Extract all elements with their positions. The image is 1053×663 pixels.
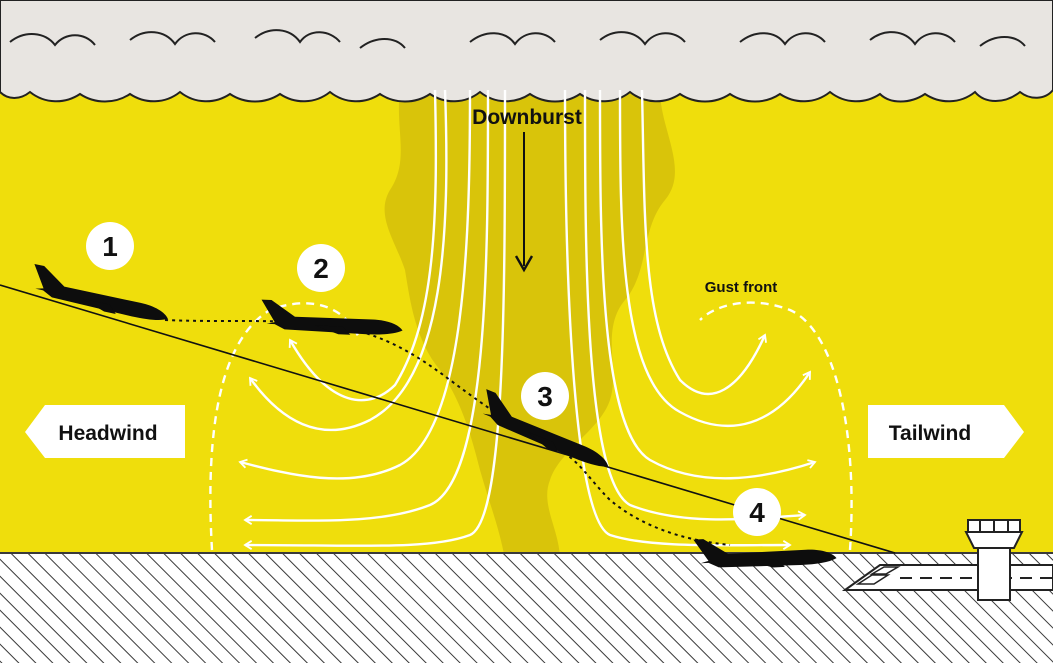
gust-front-outline	[209, 301, 853, 551]
step-number-1: 1	[102, 231, 118, 262]
gust-front-label: Gust front	[705, 279, 778, 296]
step-marker-4: 4	[733, 488, 781, 536]
downburst-streamlines	[238, 89, 817, 550]
cloud	[0, 0, 1053, 103]
control-tower-icon	[964, 519, 1024, 601]
step-marker-2: 2	[297, 244, 345, 292]
step-marker-1: 1	[86, 222, 134, 270]
step-number-4: 4	[749, 497, 765, 528]
tailwind-label: Tailwind	[889, 422, 971, 445]
step-marker-3: 3	[521, 372, 569, 420]
headwind-label: Headwind	[58, 422, 157, 445]
tailwind-arrow: Tailwind	[868, 405, 1024, 458]
downburst-shaft	[384, 90, 675, 560]
headwind-arrow: Headwind	[25, 405, 185, 458]
downburst-label: Downburst	[472, 106, 582, 129]
cloud-texture	[9, 29, 1026, 49]
step-number-2: 2	[313, 253, 329, 284]
step-number-3: 3	[537, 381, 553, 412]
runway-icon	[841, 564, 1053, 591]
downburst-arrow-icon	[514, 132, 534, 273]
